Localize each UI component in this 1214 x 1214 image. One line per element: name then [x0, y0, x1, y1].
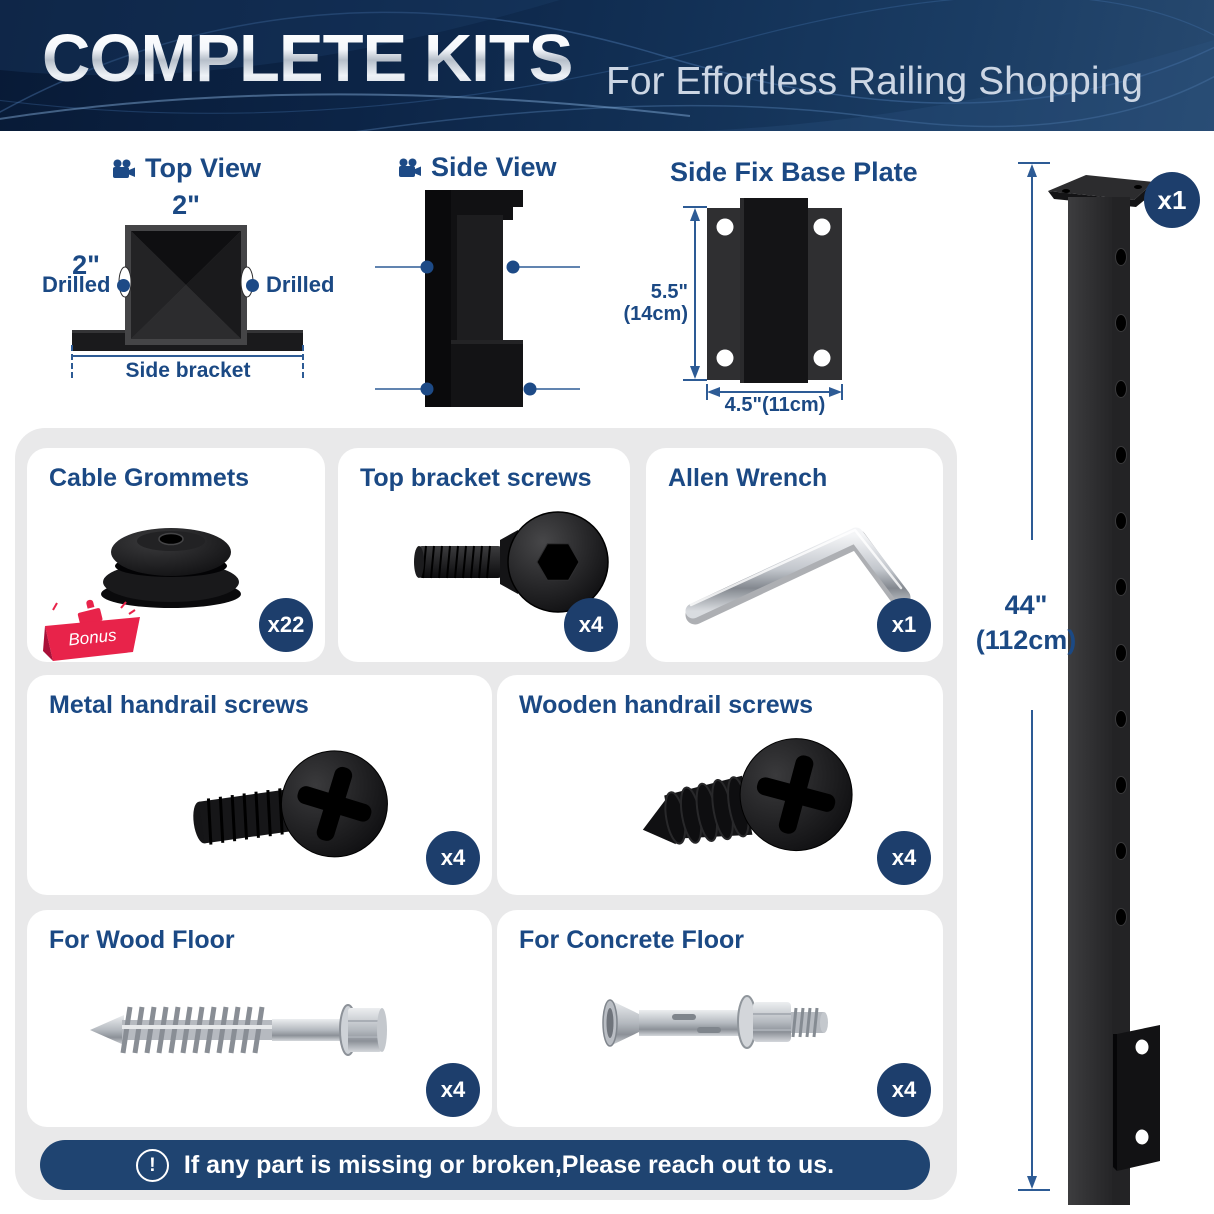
part-name: For Wood Floor: [49, 926, 235, 954]
hero-decorative-curves: [0, 0, 1214, 131]
count-badge: x4: [564, 598, 618, 652]
bracket-dim-line: [72, 355, 303, 357]
missing-part-notice: ! If any part is missing or broken,Pleas…: [40, 1140, 930, 1190]
page-subtitle: For Effortless Railing Shopping: [606, 60, 1143, 103]
post-height-cm: (112cm): [975, 625, 1077, 655]
metal-handrail-screw-image: [193, 750, 388, 858]
hero-banner: COMPLETE KITS For Effortless Railing Sho…: [0, 0, 1214, 131]
top-bracket-screw-image: [414, 511, 609, 613]
alert-icon: !: [135, 1148, 169, 1182]
part-name: For Concrete Floor: [519, 926, 745, 954]
base-plate-width-label: 4.5"(11cm): [724, 394, 826, 416]
page-title: COMPLETE KITS: [42, 21, 573, 96]
side-view-heading: Side View: [398, 152, 557, 183]
top-view-dim-left: 2": [72, 250, 100, 280]
part-card-top-bracket-screws: Top bracket screws x4: [338, 448, 630, 662]
count-badge: x4: [877, 831, 931, 885]
side-view-title: Side View: [431, 152, 557, 182]
video-camera-icon: [113, 159, 135, 178]
base-plate-title: Side Fix Base Plate: [670, 157, 918, 187]
video-camera-icon: [399, 158, 421, 177]
part-card-cable-grommets: Cable Grommets Bonus x22: [27, 448, 325, 662]
allen-wrench-image: [685, 527, 911, 625]
count-badge: x4: [877, 1063, 931, 1117]
top-view-title: Top View: [145, 153, 262, 183]
bracket-dim-tick: [71, 345, 73, 378]
count-badge: x22: [259, 598, 313, 652]
count-badge: x1: [877, 598, 931, 652]
part-card-allen-wrench: Allen Wrench x1: [646, 448, 943, 662]
part-name: Wooden handrail screws: [519, 691, 814, 719]
base-plate-heading: Side Fix Base Plate: [670, 157, 918, 188]
notice-text: If any part is missing or broken,Please …: [183, 1150, 835, 1179]
drilled-label-left: Drilled: [42, 272, 131, 298]
base-plate-diagram: [683, 198, 843, 400]
post-height-label: 44" (112cm): [946, 588, 1106, 658]
part-card-wood-floor-screws: For Wood Floor x4: [27, 910, 492, 1127]
count-badge: x4: [426, 831, 480, 885]
part-card-metal-handrail-screws: Metal handrail screws x4: [27, 675, 492, 895]
railing-post-image: [1018, 162, 1160, 1205]
post-side-view-diagram: [375, 190, 580, 407]
sleeve-anchor-image: [602, 995, 828, 1049]
post-top-view-diagram: [72, 225, 303, 351]
part-card-wooden-handrail-screws: Wooden handrail screws x4: [497, 675, 943, 895]
part-name: Top bracket screws: [360, 464, 592, 492]
base-plate-height-in: 5.5": [650, 281, 688, 303]
count-badge: x4: [426, 1063, 480, 1117]
post-count-badge: x1: [1144, 172, 1200, 228]
top-view-dim-top: 2": [172, 190, 200, 220]
bonus-label: Bonus: [67, 626, 117, 650]
drilled-dot-icon: [117, 278, 131, 292]
base-plate-height-cm: (14cm): [623, 303, 688, 325]
drilled-text: Drilled: [42, 272, 111, 297]
cable-grommet-image: [101, 528, 241, 608]
drilled-dot-icon: [246, 278, 259, 292]
bonus-ribbon: Bonus: [43, 597, 140, 661]
wooden-handrail-screw-image: [642, 738, 853, 852]
lag-screw-image: [90, 1004, 387, 1056]
part-card-concrete-floor-anchors: For Concrete Floor x4: [497, 910, 943, 1127]
part-name: Cable Grommets: [49, 464, 250, 492]
part-name: Metal handrail screws: [49, 691, 309, 719]
top-view-heading: Top View: [112, 153, 261, 184]
drilled-text: Drilled: [266, 272, 335, 297]
part-name: Allen Wrench: [668, 464, 828, 492]
drilled-label-right: Drilled: [246, 272, 334, 298]
bracket-dim-tick: [302, 345, 304, 378]
post-height-in: 44": [1004, 590, 1048, 620]
side-bracket-label: Side bracket: [125, 359, 251, 382]
